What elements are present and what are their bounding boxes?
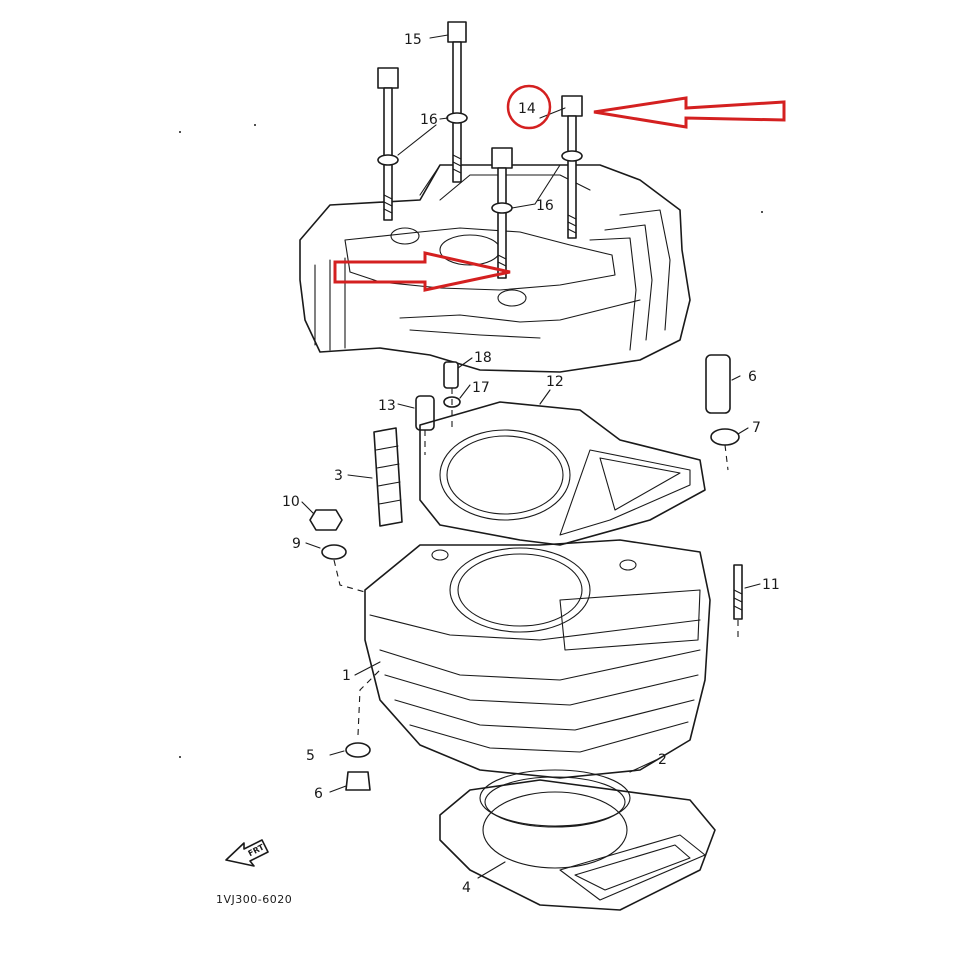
head-bolts (377, 21, 583, 279)
callout-13: 13 (378, 398, 396, 414)
arrow-left-pointing-right-icon (333, 251, 511, 292)
callout-labels: 15 16 14 16 18 17 12 13 6 7 3 10 9 11 1 … (216, 32, 780, 906)
front-arrow-icon: FRT (225, 839, 269, 867)
callout-16-lower: 16 (536, 198, 554, 214)
callout-16-upper: 16 (420, 112, 438, 128)
base-gasket (439, 769, 716, 911)
arrow-right-pointing-left-icon (593, 96, 786, 129)
leader-lines (301, 34, 761, 879)
callout-6-lower: 6 (314, 786, 323, 802)
callout-11: 11 (762, 577, 780, 593)
lower-dowels (345, 742, 371, 791)
callout-7: 7 (752, 420, 761, 436)
callout-15: 15 (404, 32, 422, 48)
callout-10: 10 (282, 494, 300, 510)
callout-12: 12 (546, 374, 564, 390)
cylinder-block (364, 539, 711, 779)
diagram-code: 1VJ300-6020 (216, 893, 292, 906)
head-gasket (419, 401, 706, 546)
callout-17: 17 (472, 380, 490, 396)
dowels-and-guides (309, 354, 743, 620)
callout-2: 2 (658, 752, 667, 768)
callout-1: 1 (342, 668, 351, 684)
callout-18: 18 (474, 350, 492, 366)
callout-5: 5 (306, 748, 315, 764)
assembly-lines (333, 388, 739, 736)
callout-14: 14 (518, 101, 536, 117)
highlight-annotations (333, 84, 786, 292)
callout-9: 9 (292, 536, 301, 552)
callout-6-upper: 6 (748, 369, 757, 385)
callout-4: 4 (462, 880, 471, 896)
scan-dots (179, 124, 763, 758)
callout-14-highlight-ring (506, 84, 552, 130)
callout-3: 3 (334, 468, 343, 484)
